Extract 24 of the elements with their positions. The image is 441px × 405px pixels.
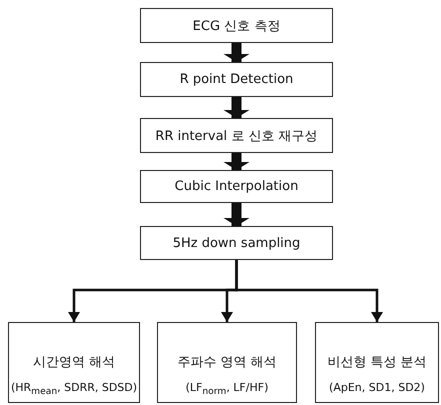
block-arrow [224,43,250,62]
metric-list: (LF$_{norm}$, LF/HF) [186,381,268,398]
analysis-box [315,322,439,403]
process-box [140,8,333,43]
analysis-box [8,322,140,403]
arrow [235,260,383,322]
block-arrow [224,153,250,170]
analysis-box [157,322,297,403]
process-box [140,62,333,97]
box-title: ECG 신호 측정 [192,18,280,34]
block-arrow [224,203,250,226]
box-title: Cubic Interpolation [174,179,298,194]
process-box [140,118,333,153]
box-title: 5Hz down sampling [172,236,300,250]
metric-list: (ApEn, SD1, SD2) [329,381,425,394]
box-title: R point Detection [180,72,294,87]
box-title: RR interval 로 신호 재구성 [155,128,318,144]
box-title: 비선형 특성 분석 [327,354,427,371]
process-box [140,226,333,260]
box-title: 시간영역 해석 [32,354,116,371]
block-arrow [224,97,250,118]
box-title: 주파수 영역 해석 [177,354,277,371]
process-box [140,170,333,203]
metric-list: (HR$_{mean}$, SDRR, SDSD) [10,381,138,398]
